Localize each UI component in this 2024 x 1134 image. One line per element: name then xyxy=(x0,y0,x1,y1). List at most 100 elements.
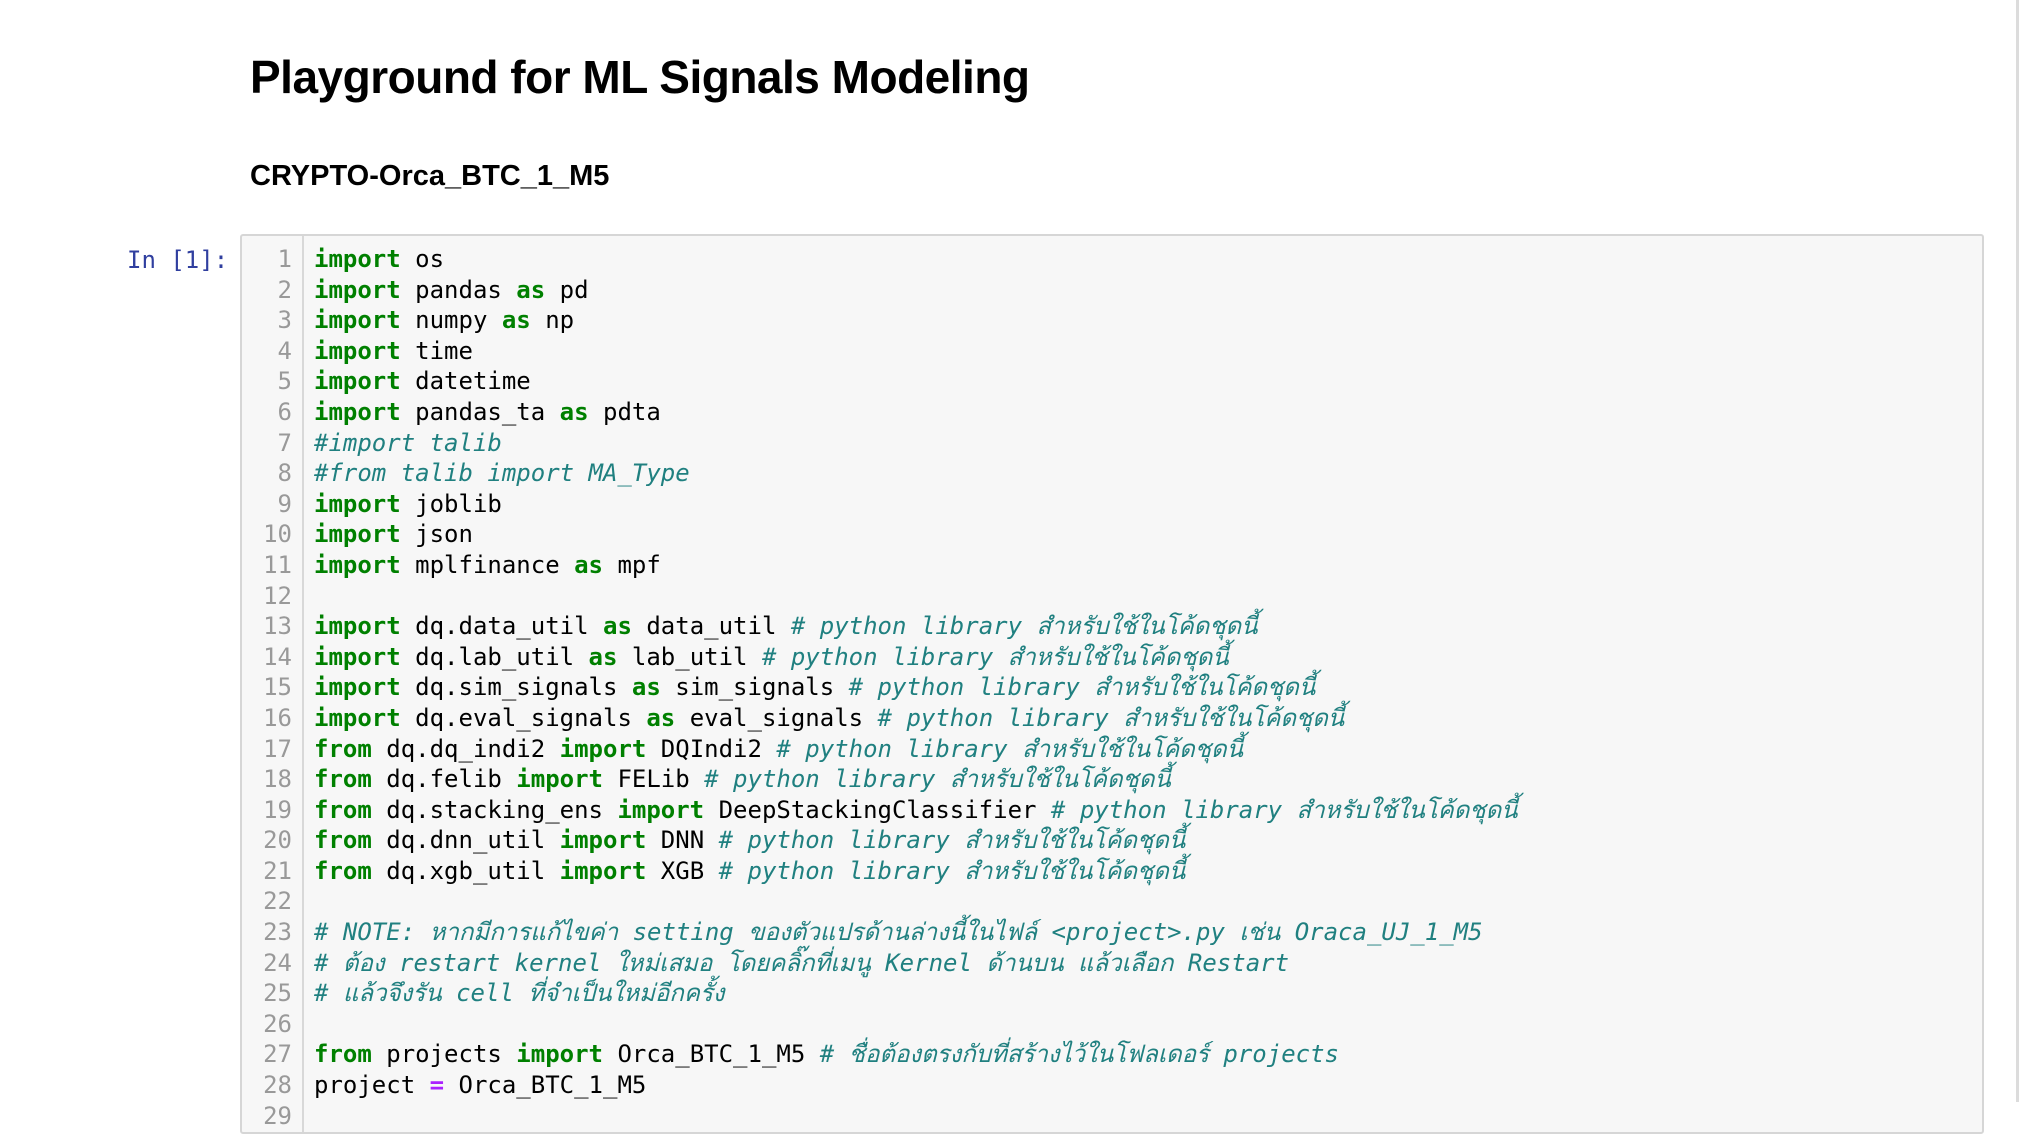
line-number: 29 xyxy=(263,1101,292,1130)
line-number: 2 xyxy=(277,275,292,304)
code-token-kw: import xyxy=(314,703,401,732)
line-number: 10 xyxy=(263,520,292,549)
code-token-com: # python library สำหรับใช้ในโค้ดชุดนี้ xyxy=(790,612,1258,641)
line-number: 25 xyxy=(263,979,292,1008)
code-line xyxy=(314,1101,1982,1132)
code-token-kw: import xyxy=(314,673,401,702)
code-token-com: # python library สำหรับใช้ในโค้ดชุดนี้ xyxy=(761,642,1229,671)
code-line xyxy=(314,1009,1982,1040)
code-token-com: #from talib import MA_Type xyxy=(314,459,690,488)
line-number: 14 xyxy=(263,642,292,671)
code-token-txt: pdta xyxy=(588,397,661,426)
line-number: 4 xyxy=(277,336,292,365)
code-token-txt: np xyxy=(530,306,575,335)
code-token-com: # NOTE: หากมีการแก้ไขค่า setting ของตัวแ… xyxy=(314,918,1483,947)
line-number: 5 xyxy=(277,367,292,396)
code-line: from dq.dnn_util import DNN # python lib… xyxy=(314,825,1982,856)
code-line: from dq.stacking_ens import DeepStacking… xyxy=(314,795,1982,826)
code-token-kw: as xyxy=(603,612,632,641)
code-token-txt: dq.sim_signals xyxy=(400,673,632,702)
code-token-txt: lab_util xyxy=(617,642,762,671)
code-line: #from talib import MA_Type xyxy=(314,458,1982,489)
code-line: # ต้อง restart kernel ใหม่เสมอ โดยคลิ๊กท… xyxy=(314,948,1982,979)
code-token-kw: from xyxy=(314,856,372,885)
page-right-divider xyxy=(2016,0,2019,1102)
code-token-com: # python library สำหรับใช้ในโค้ดชุดนี้ xyxy=(704,765,1171,794)
code-token-txt: DQIndi2 xyxy=(646,734,777,763)
code-token-kw: import xyxy=(314,520,401,549)
line-number: 7 xyxy=(277,428,292,457)
code-token-txt: dq.xgb_util xyxy=(371,856,560,885)
code-token-txt: os xyxy=(400,245,445,273)
code-token-txt: pandas xyxy=(400,275,517,304)
line-number: 21 xyxy=(263,856,292,885)
line-number: 16 xyxy=(263,703,292,732)
code-token-kw: import xyxy=(314,642,401,671)
code-line: # NOTE: หากมีการแก้ไขค่า setting ของตัวแ… xyxy=(314,917,1982,948)
code-token-txt: dq.lab_util xyxy=(400,642,589,671)
markdown-subtitle: CRYPTO-Orca_BTC_1_M5 xyxy=(250,160,610,192)
code-token-kw: as xyxy=(574,550,603,579)
code-token-txt: datetime xyxy=(400,367,531,396)
code-token-com: # python library สำหรับใช้ในโค้ดชุดนี้ xyxy=(877,703,1345,732)
code-line: import joblib xyxy=(314,489,1982,520)
code-line: import numpy as np xyxy=(314,305,1982,336)
code-token-com: # python library สำหรับใช้ในโค้ดชุดนี้ xyxy=(776,734,1244,763)
code-token-com: # ต้อง restart kernel ใหม่เสมอ โดยคลิ๊กท… xyxy=(314,948,1290,977)
code-line: import pandas_ta as pdta xyxy=(314,397,1982,428)
code-token-kw: as xyxy=(559,397,589,426)
line-number: 6 xyxy=(277,397,292,426)
code-token-txt: eval_signals xyxy=(675,703,878,732)
code-token-txt: dq.dq_indi2 xyxy=(371,734,560,763)
code-line: from projects import Orca_BTC_1_M5 # ชื่… xyxy=(314,1039,1982,1070)
code-token-kw: as xyxy=(646,703,676,732)
code-line: import dq.data_util as data_util # pytho… xyxy=(314,611,1982,642)
code-token-kw: import xyxy=(314,245,401,273)
code-token-com: # แล้วจึงรัน cell ที่จำเป็นใหม่อีกครั้ง xyxy=(314,979,725,1008)
code-token-kw: from xyxy=(314,826,372,855)
code-token-txt: DNN xyxy=(646,826,719,855)
code-token-com: #import talib xyxy=(314,428,502,457)
code-line: from dq.felib import FELib # python libr… xyxy=(314,764,1982,795)
code-token-kw: import xyxy=(314,336,401,365)
code-token-txt: time xyxy=(400,336,473,365)
line-number: 17 xyxy=(263,734,292,763)
code-line: import dq.lab_util as lab_util # python … xyxy=(314,642,1982,673)
code-line: from dq.xgb_util import XGB # python lib… xyxy=(314,856,1982,887)
code-token-txt: mpf xyxy=(603,550,661,579)
code-token-txt: data_util xyxy=(631,612,791,641)
code-line xyxy=(314,886,1982,917)
code-token-kw: from xyxy=(314,765,372,794)
line-number: 24 xyxy=(263,948,292,977)
line-number: 11 xyxy=(263,550,292,579)
code-token-txt: project xyxy=(314,1071,430,1100)
code-token-kw: as xyxy=(501,306,531,335)
code-token-kw: import xyxy=(314,489,401,518)
line-number: 22 xyxy=(263,887,292,916)
line-number: 3 xyxy=(277,306,292,335)
code-token-txt: dq.eval_signals xyxy=(400,703,647,732)
code-line: import os xyxy=(314,244,1982,275)
code-token-txt: pd xyxy=(545,275,589,304)
line-number: 20 xyxy=(263,826,292,855)
code-token-kw: import xyxy=(314,612,401,641)
code-token-kw: import xyxy=(314,550,401,579)
code-token-txt: dq.dnn_util xyxy=(371,826,560,855)
code-line: import time xyxy=(314,336,1982,367)
line-number: 26 xyxy=(263,1009,292,1038)
code-token-txt: pandas_ta xyxy=(400,397,560,426)
code-token-kw: import xyxy=(314,275,401,304)
code-line: #import talib xyxy=(314,428,1982,459)
code-token-kw: import xyxy=(314,367,401,396)
code-token-kw: import xyxy=(559,826,647,855)
line-number: 8 xyxy=(277,459,292,488)
line-number: 1 xyxy=(277,245,292,273)
code-token-txt: dq.data_util xyxy=(400,612,603,641)
code-token-txt: joblib xyxy=(400,489,502,518)
page-title: Playground for ML Signals Modeling xyxy=(250,51,1030,103)
code-token-op: = xyxy=(429,1071,445,1100)
code-token-kw: from xyxy=(314,795,372,824)
code-token-kw: from xyxy=(314,734,372,763)
